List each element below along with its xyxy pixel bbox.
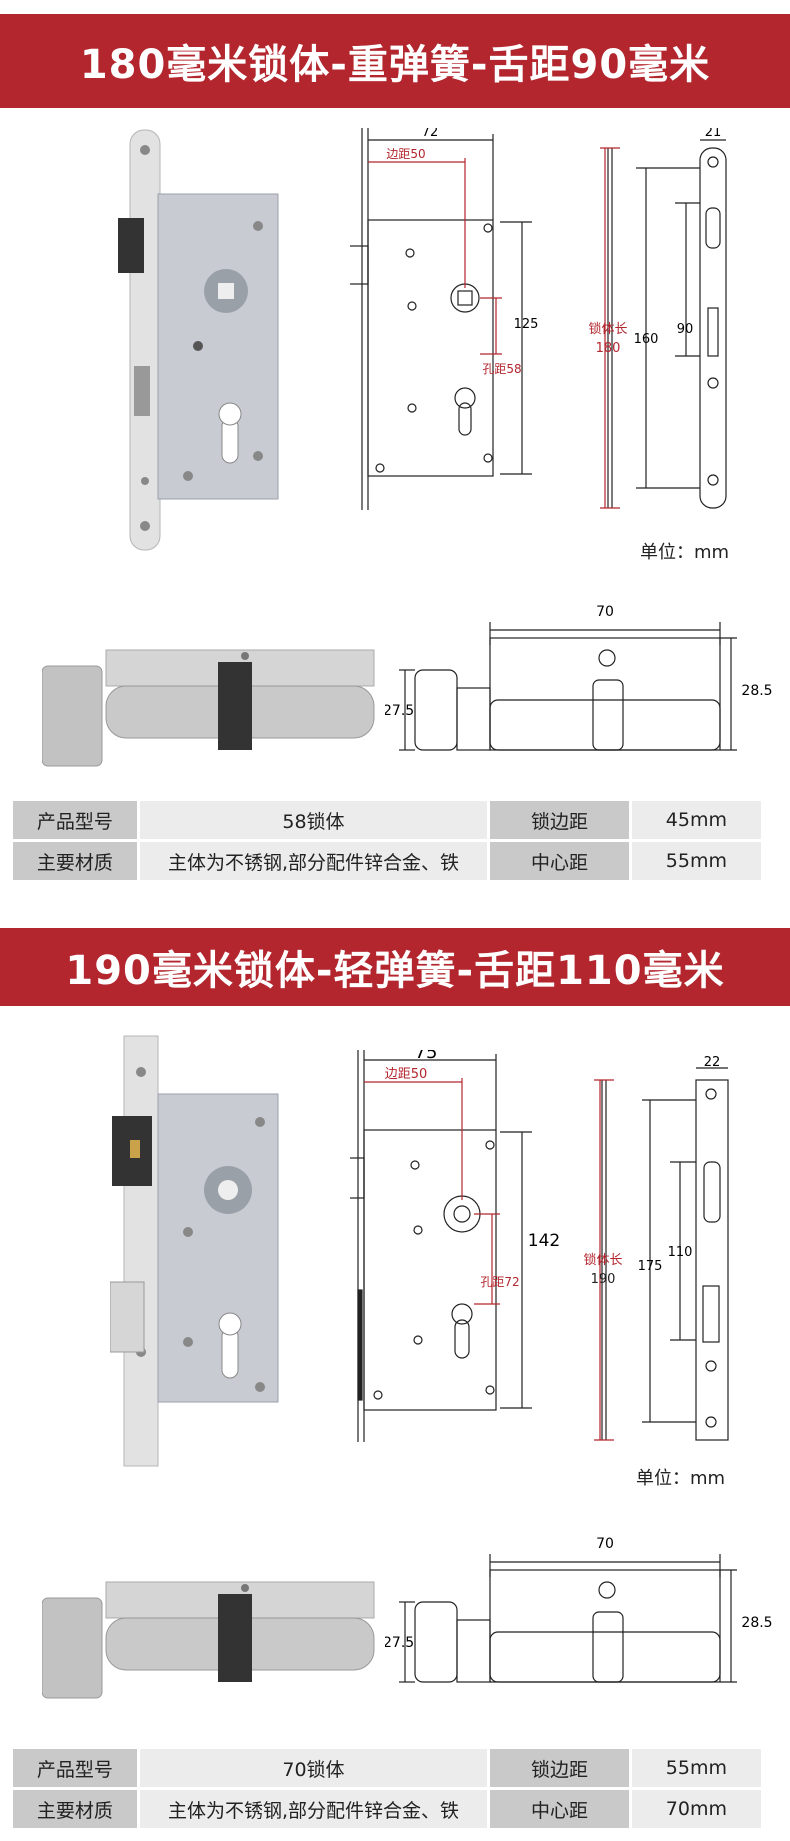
spec-key-material: 主要材质 [13, 1790, 137, 1828]
dim-knob: 27.5 [385, 1635, 414, 1651]
dim-plate-width: 21 [705, 128, 722, 140]
spec-table: 产品型号 58锁体 锁边距 45mm 主要材质 主体为不锈钢,部分配件锌合金、铁… [10, 798, 764, 883]
spec-key-center: 中心距 [490, 1790, 629, 1828]
dim-cylinder-height: 28.5 [741, 683, 772, 699]
dim-body-length-label: 锁体长 [583, 1252, 622, 1268]
spec-value-material: 主体为不锈钢,部分配件锌合金、铁 [139, 1790, 488, 1828]
spec-key-model: 产品型号 [13, 1749, 137, 1787]
dim-hole: 孔距72 [480, 1275, 519, 1289]
lock-body-dimension-drawing: 75 边距50 142 孔距72 22 锁体长 190 175 110 [350, 1050, 729, 1442]
dim-cylinder-length: 70 [596, 1536, 614, 1552]
dim-knob: 27.5 [385, 703, 414, 719]
dim-body-length-label: 锁体长 [588, 321, 627, 337]
spec-row: 主要材质 主体为不锈钢,部分配件锌合金、铁 中心距 55mm [13, 842, 761, 880]
cylinder-dimension-drawing: 70 28.5 27.5 [385, 604, 773, 751]
dim-backset: 边距50 [385, 1067, 428, 1082]
lock-body-dimension-drawing: 72 边距50 125 孔距58 21 锁体长 180 160 90 [350, 128, 727, 510]
dim-cylinder-length: 70 [596, 604, 614, 620]
spec-key-center: 中心距 [490, 842, 629, 880]
spec-key-model: 产品型号 [13, 801, 137, 839]
lock-body-photo [118, 129, 279, 551]
dim-body-length: 180 [596, 341, 621, 356]
dim-width: 75 [415, 1050, 438, 1063]
spec-value-model: 70锁体 [139, 1749, 488, 1787]
section-1-title-banner: 180毫米锁体-重弹簧-舌距90毫米 [0, 14, 790, 108]
cylinder-dimension-drawing: 70 28.5 27.5 [385, 1536, 773, 1683]
spec-value-model: 58锁体 [139, 801, 488, 839]
section-2-title-banner: 190毫米锁体-轻弹簧-舌距110毫米 [0, 928, 790, 1006]
dim-screw-distance: 175 [638, 1259, 663, 1274]
spec-value-center: 70mm [631, 1790, 761, 1828]
dim-screw-distance: 160 [634, 332, 659, 347]
dim-hole-distance: 125 [514, 317, 539, 332]
dim-width: 72 [422, 128, 439, 140]
spec-key-material: 主要材质 [13, 842, 137, 880]
dim-hole-distance: 142 [528, 1231, 560, 1251]
spec-table: 产品型号 70锁体 锁边距 55mm 主要材质 主体为不锈钢,部分配件锌合金、铁… [10, 1746, 764, 1831]
spec-row: 产品型号 70锁体 锁边距 55mm [13, 1749, 761, 1787]
dim-backset: 边距50 [386, 147, 425, 161]
unit-label: 单位：mm [640, 542, 730, 563]
cylinder-photo [42, 1581, 375, 1699]
dim-tongue: 110 [668, 1245, 693, 1260]
unit-label: 单位：mm [636, 1468, 726, 1489]
dim-plate-width: 22 [704, 1055, 721, 1070]
section-2-title: 190毫米锁体-轻弹簧-舌距110毫米 [65, 948, 725, 994]
cylinder-photo [42, 649, 375, 767]
spec-value-backset: 55mm [631, 1749, 761, 1787]
dim-body-length: 190 [591, 1272, 616, 1287]
spec-value-backset: 45mm [631, 801, 761, 839]
section-1-title: 180毫米锁体-重弹簧-舌距90毫米 [79, 42, 711, 88]
dim-hole: 孔距58 [482, 362, 521, 376]
spec-key-backset: 锁边距 [490, 1749, 629, 1787]
spec-value-material: 主体为不锈钢,部分配件锌合金、铁 [139, 842, 488, 880]
spec-row: 产品型号 58锁体 锁边距 45mm [13, 801, 761, 839]
spec-row: 主要材质 主体为不锈钢,部分配件锌合金、铁 中心距 70mm [13, 1790, 761, 1828]
spec-key-backset: 锁边距 [490, 801, 629, 839]
dim-cylinder-height: 28.5 [741, 1615, 772, 1631]
spec-value-center: 55mm [631, 842, 761, 880]
lock-body-photo [110, 1035, 279, 1467]
dim-tongue: 90 [677, 322, 694, 337]
